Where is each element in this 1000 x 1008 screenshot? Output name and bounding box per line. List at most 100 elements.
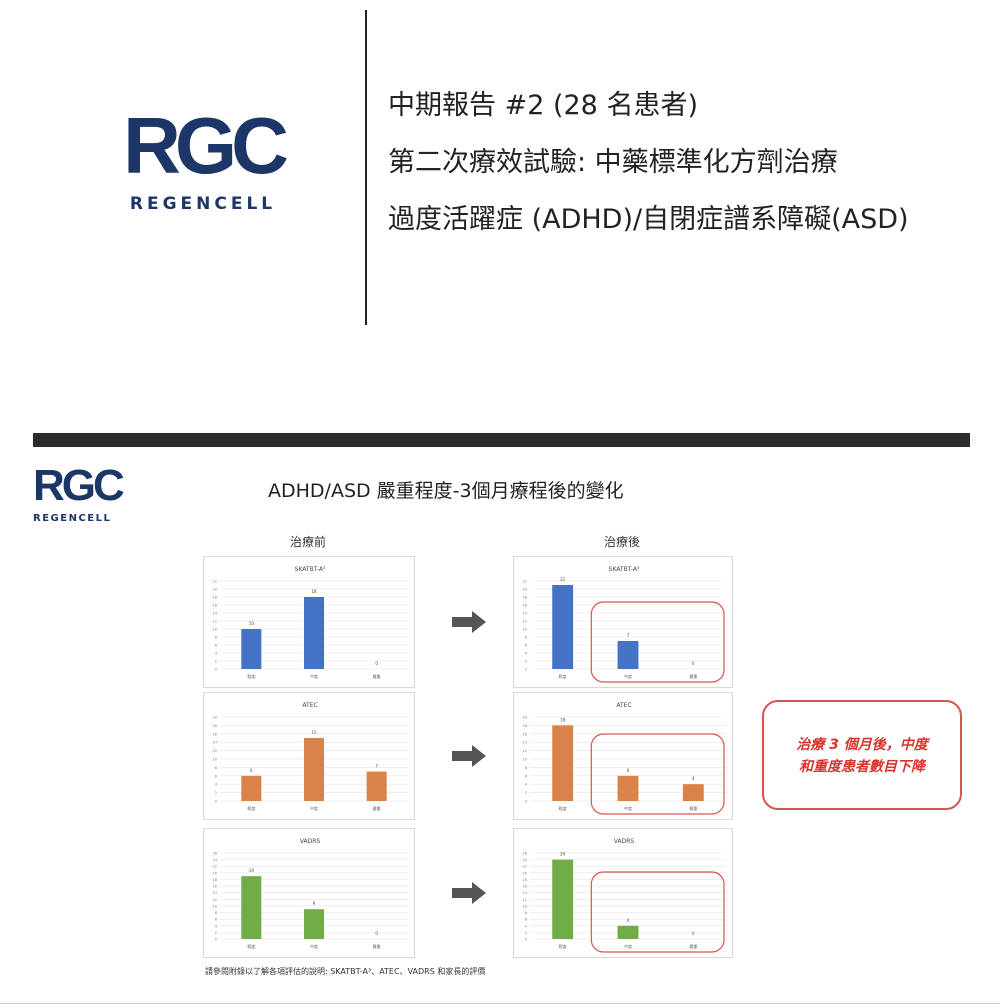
y-tick-label: 2 <box>525 660 527 664</box>
slide-title: ADHD/ASD 嚴重程度-3個月療程後的變化 <box>268 480 624 502</box>
bar-1 <box>303 597 325 669</box>
bar-0 <box>241 775 262 801</box>
data-label: 18 <box>560 717 566 722</box>
category-label: 輕度 <box>247 943 255 949</box>
data-label: 0 <box>692 661 695 666</box>
data-label: 15 <box>311 730 317 735</box>
bar-0 <box>241 876 262 939</box>
callout-line-1: 治療 3 個月後，中度 <box>796 737 928 753</box>
y-tick-label: 2 <box>525 931 527 935</box>
bar-1 <box>617 641 639 669</box>
category-label: 中度 <box>624 805 632 811</box>
y-tick-label: 4 <box>525 924 528 928</box>
divider <box>365 10 367 325</box>
slide-separator <box>33 433 970 447</box>
data-label: 6 <box>627 768 630 773</box>
y-tick-label: 4 <box>215 924 218 928</box>
y-tick-label: 14 <box>523 741 528 745</box>
y-tick-label: 20 <box>523 588 527 592</box>
y-tick-label: 12 <box>523 898 527 902</box>
chart-title: SKATBT-A³ <box>295 566 326 573</box>
category-label: 中度 <box>624 943 632 949</box>
data-label: 21 <box>560 577 566 582</box>
y-tick-label: 12 <box>523 620 527 624</box>
y-tick-label: 8 <box>525 911 527 915</box>
regencell-logo: RGC REGENCELL <box>108 98 298 214</box>
category-label: 嚴重 <box>689 805 697 811</box>
y-tick-label: 18 <box>523 596 527 600</box>
data-label: 4 <box>692 776 695 781</box>
y-tick-label: 18 <box>523 724 527 728</box>
category-label: 中度 <box>310 805 318 811</box>
category-label: 嚴重 <box>373 943 381 949</box>
category-label: 嚴重 <box>689 943 697 949</box>
bar-0 <box>241 629 262 669</box>
y-tick-label: 0 <box>215 938 217 942</box>
y-tick-label: 24 <box>213 858 218 862</box>
y-tick-label: 0 <box>215 800 217 804</box>
bar-0 <box>552 725 574 801</box>
y-tick-label: 20 <box>523 716 527 720</box>
category-label: 輕度 <box>247 673 255 679</box>
y-tick-label: 0 <box>215 668 217 672</box>
y-tick-label: 10 <box>213 628 217 632</box>
bottom-line <box>0 1003 1000 1004</box>
bar-1 <box>617 775 639 801</box>
y-tick-label: 6 <box>525 644 527 648</box>
data-label: 19 <box>249 868 255 873</box>
data-label: 7 <box>627 633 630 638</box>
bar-0 <box>552 585 574 669</box>
data-label: 0 <box>375 661 378 666</box>
y-tick-label: 18 <box>213 724 217 728</box>
y-tick-label: 16 <box>523 885 527 889</box>
bar-2 <box>682 784 704 801</box>
y-tick-label: 6 <box>525 918 527 922</box>
after-label: 治療後 <box>604 535 641 549</box>
category-label: 輕度 <box>247 805 255 811</box>
chart-title: VADRS <box>614 838 635 845</box>
y-tick-label: 6 <box>525 774 527 778</box>
bar-1 <box>303 909 325 939</box>
category-label: 嚴重 <box>689 673 697 679</box>
y-tick-label: 0 <box>525 938 527 942</box>
data-label: 9 <box>313 901 316 906</box>
y-tick-label: 10 <box>523 904 527 908</box>
y-tick-label: 16 <box>213 604 217 608</box>
y-tick-label: 10 <box>523 628 527 632</box>
y-tick-label: 14 <box>213 612 218 616</box>
y-tick-label: 22 <box>523 865 527 869</box>
data-label: 24 <box>560 852 566 857</box>
y-tick-label: 20 <box>213 716 217 720</box>
category-label: 輕度 <box>559 673 567 679</box>
y-tick-label: 8 <box>525 766 527 770</box>
data-label: 4 <box>627 918 630 923</box>
y-tick-label: 16 <box>523 604 527 608</box>
y-tick-label: 8 <box>215 911 217 915</box>
y-tick-label: 26 <box>523 852 527 856</box>
y-tick-label: 16 <box>213 885 217 889</box>
category-label: 輕度 <box>559 805 567 811</box>
y-tick-label: 10 <box>523 758 527 762</box>
bar-1 <box>303 738 325 801</box>
y-tick-label: 6 <box>215 644 217 648</box>
data-label: 7 <box>375 764 378 769</box>
y-tick-label: 16 <box>213 732 217 736</box>
y-tick-label: 4 <box>215 783 218 787</box>
logo-mark: RGC <box>33 461 125 510</box>
y-tick-label: 10 <box>213 758 217 762</box>
y-tick-label: 4 <box>525 652 528 656</box>
y-tick-label: 14 <box>523 891 528 895</box>
y-tick-label: 22 <box>213 865 217 869</box>
y-tick-label: 14 <box>213 891 218 895</box>
y-tick-label: 8 <box>215 636 217 640</box>
regencell-logo-small: RGC REGENCELL <box>33 460 137 525</box>
bar-0 <box>552 859 574 939</box>
y-tick-label: 20 <box>213 588 217 592</box>
y-tick-label: 2 <box>215 791 217 795</box>
y-tick-label: 2 <box>215 931 217 935</box>
y-tick-label: 20 <box>523 871 527 875</box>
